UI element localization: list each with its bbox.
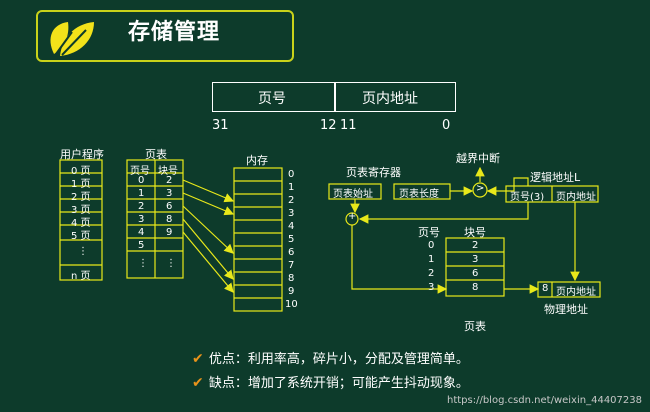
advantage-line: ✔ 优点：利用率高，碎片小，分配及管理简单。 [192, 348, 469, 367]
memory-block-label: 2 [288, 195, 295, 206]
right-page-num: 0 [428, 240, 435, 251]
user-program-row: 0 页 [71, 166, 91, 177]
right-page-num: 3 [428, 282, 435, 293]
right-page-num: 1 [428, 254, 435, 265]
page-table-register-label: 页表寄存器 [346, 166, 401, 179]
right-table-caption: 页表 [464, 320, 486, 333]
physical-address-label: 物理地址 [544, 303, 588, 316]
user-program-row: 2 页 [71, 192, 91, 203]
memory-block-label: 7 [288, 260, 295, 271]
page-table-header-page: 页号 [130, 166, 150, 177]
memory-block-label: 4 [288, 221, 295, 232]
memory-block-label: 0 [288, 169, 295, 180]
page-table-cell: 2 [138, 201, 145, 212]
bit-31: 31 [212, 118, 229, 133]
page-table-start-label: 页表始址 [333, 189, 373, 200]
logical-offset: 页内地址 [556, 192, 596, 203]
page-table-header-block: 块号 [158, 166, 178, 177]
memory-block-label: 8 [288, 273, 295, 284]
physical-block-number: 8 [542, 283, 549, 294]
user-program-title: 用户程序 [60, 148, 104, 161]
page-table-cell: 0 [138, 175, 145, 186]
watermark: https://blog.csdn.net/weixin_44407238 [446, 395, 642, 406]
user-program-row: 5 页 [71, 231, 91, 242]
bit-11: 11 [340, 118, 357, 133]
memory-blocks [233, 167, 283, 312]
right-block-num: 8 [472, 282, 479, 293]
right-block-num: 3 [472, 254, 479, 265]
user-program-row: ⋮ [78, 246, 88, 257]
user-program-row: n 页 [71, 271, 91, 282]
page-table-cell: ⋮ [166, 258, 176, 269]
checkmark-icon: ✔ [192, 351, 204, 367]
address-translation [328, 166, 601, 298]
memory-title: 内存 [246, 154, 268, 167]
page-table-cell: 3 [166, 188, 173, 199]
user-program-row: 1 页 [71, 179, 91, 190]
physical-offset: 页内地址 [556, 287, 596, 298]
right-page-num: 2 [428, 268, 435, 279]
overflow-interrupt-label: 越界中断 [456, 152, 500, 165]
adder-symbol: + [348, 211, 357, 222]
page-table-cell: ⋮ [138, 258, 148, 269]
address-offset-label: 页内地址 [362, 91, 418, 107]
memory-block-label: 9 [288, 286, 295, 297]
compare-symbol: > [476, 183, 485, 194]
user-program-row: 4 页 [71, 218, 91, 229]
page-table-length-label: 页表长度 [399, 189, 439, 200]
user-program-row: 3 页 [71, 205, 91, 216]
right-block-num: 6 [472, 268, 479, 279]
advantage-text: 优点：利用率高，碎片小，分配及管理简单。 [208, 352, 469, 367]
page-table-cell: 1 [138, 188, 145, 199]
leaf-logo-icon [50, 22, 94, 56]
logical-address-label: 逻辑地址L [530, 171, 581, 184]
page-title: 存储管理 [128, 20, 221, 45]
page-table-cell: 3 [138, 214, 145, 225]
address-format-divider [334, 82, 336, 112]
page-table-grid [126, 159, 184, 279]
user-program-table [59, 159, 103, 281]
mapping-arrows [182, 179, 235, 293]
bit-12: 12 [320, 118, 337, 133]
bit-0: 0 [442, 118, 451, 133]
logical-page-number: 页号(3) [510, 192, 545, 203]
right-block-num: 2 [472, 240, 479, 251]
title-frame [36, 10, 294, 62]
page-table-title: 页表 [145, 148, 167, 161]
memory-block-label: 1 [288, 182, 295, 193]
disadvantage-line: ✔ 缺点：增加了系统开销；可能产生抖动现象。 [192, 372, 469, 391]
right-page-col-label: 页号 [418, 226, 440, 239]
page-table-cell: 9 [166, 227, 173, 238]
memory-block-label: 3 [288, 208, 295, 219]
memory-block-label: 6 [288, 247, 295, 258]
checkmark-icon: ✔ [192, 375, 204, 391]
disadvantage-text: 缺点：增加了系统开销；可能产生抖动现象。 [208, 376, 469, 391]
page-table-cell: 2 [166, 175, 173, 186]
address-page-number-label: 页号 [258, 91, 286, 107]
page-table-cell: 8 [166, 214, 173, 225]
page-table-cell: 4 [138, 227, 145, 238]
memory-block-label: 5 [288, 234, 295, 245]
page-table-cell: 5 [138, 240, 145, 251]
memory-block-label: 10 [285, 299, 298, 310]
page-table-cell: 6 [166, 201, 173, 212]
right-block-col-label: 块号 [464, 226, 486, 239]
